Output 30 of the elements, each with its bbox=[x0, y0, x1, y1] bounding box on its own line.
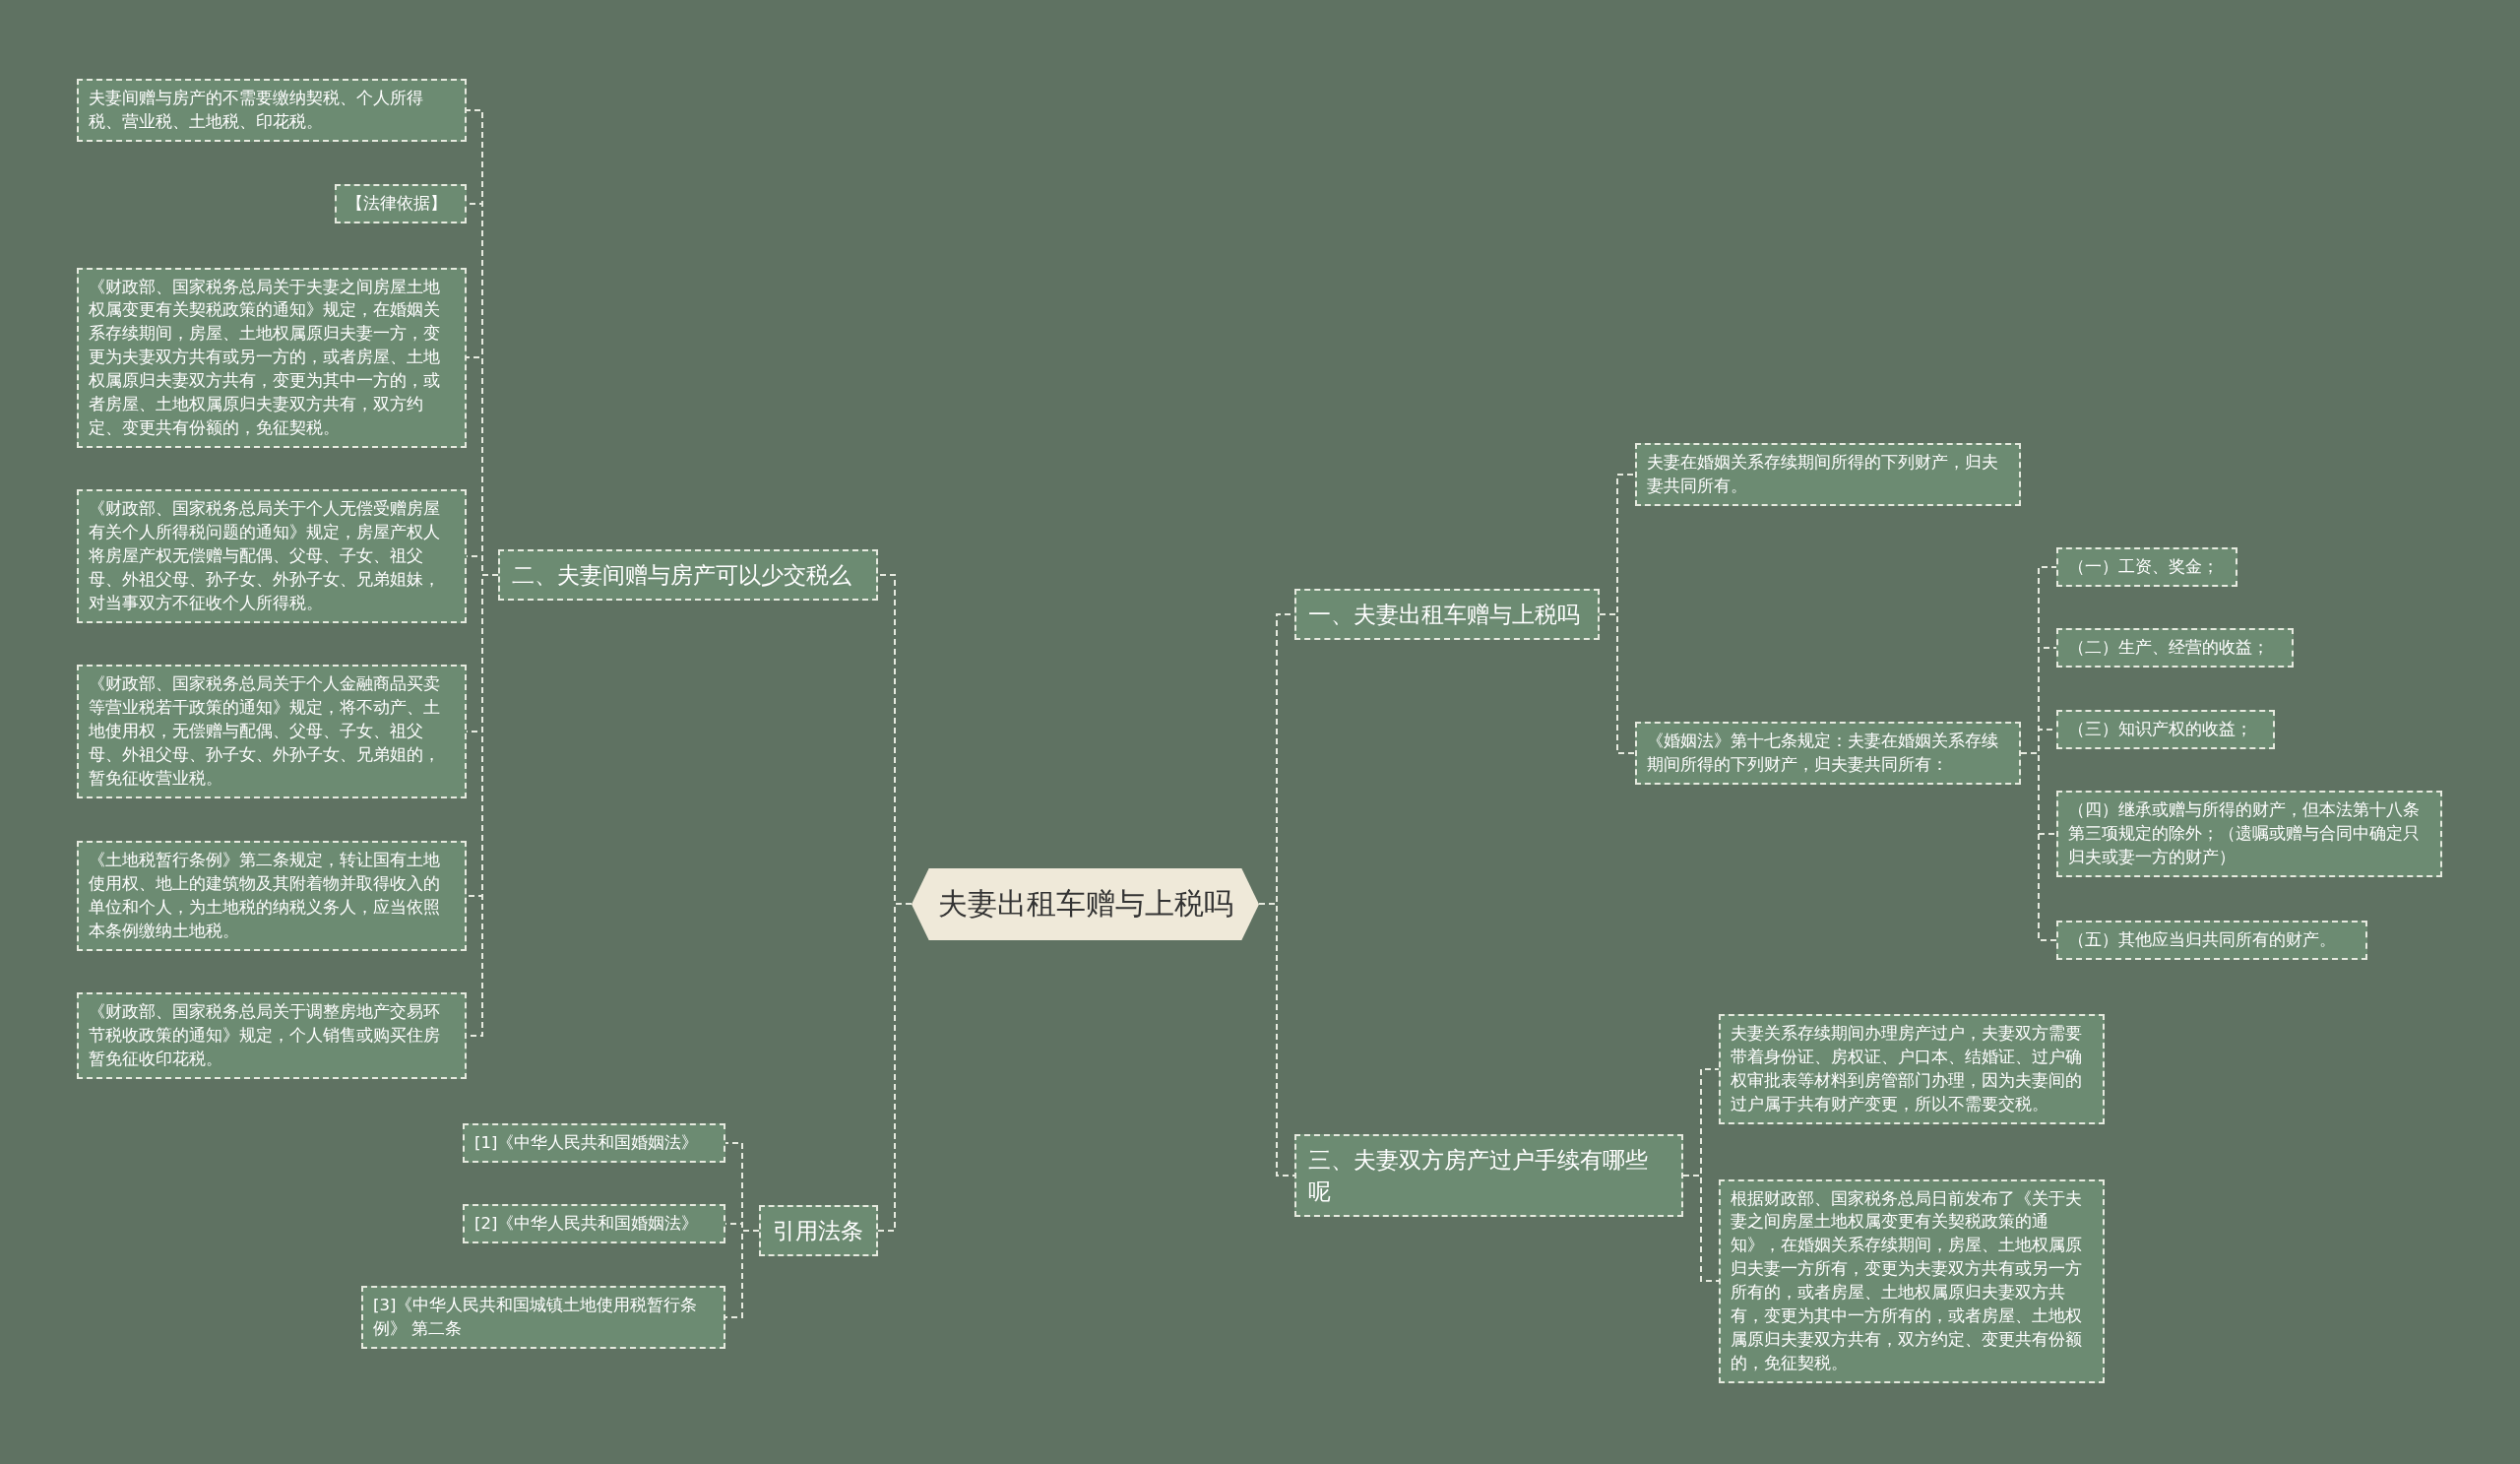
topic-box: （四）继承或赠与所得的财产，但本法第十八条第三项规定的除外；（遗嘱或赠与合同中确定只归夫或妻一方的财产） bbox=[2056, 791, 2442, 877]
branch-topic: 二、夫妻间赠与房产可以少交税么 bbox=[498, 549, 878, 602]
topic-box: 《土地税暂行条例》第二条规定，转让国有土地使用权、地上的建筑物及其附着物并取得收入的单位和个人，为土地税的纳税义务人，应当依照本条例缴纳土地税。 bbox=[77, 841, 467, 951]
topic-box: 夫妻在婚姻关系存续期间所得的下列财产，归夫妻共同所有。 bbox=[1635, 443, 2021, 506]
connector bbox=[2020, 752, 2057, 941]
topic-box: （五）其他应当归共同所有的财产。 bbox=[2056, 921, 2367, 960]
topic-box: 【法律依据】 bbox=[335, 184, 467, 223]
topic-box: [3]《中华人民共和国城镇土地使用税暂行条例》 第二条 bbox=[361, 1286, 725, 1349]
topic-box: 《财政部、国家税务总局关于个人无偿受赠房屋有关个人所得税问题的通知》规定，房屋产权人将房屋产权无偿赠与配偶、父母、子女、祖父母、外祖父母、孙子女、外孙子女、兄弟姐妹，对当事双方不征收个人所得税。 bbox=[77, 489, 467, 623]
topic-box: 夫妻关系存续期间办理房产过户，夫妻双方需要带着身份证、房权证、户口本、结婚证、过户确权审批表等材料到房管部门办理，因为夫妻间的过户属于共有财产变更，所以不需要交税。 bbox=[1719, 1014, 2105, 1124]
branch-topic: 一、夫妻出租车赠与上税吗 bbox=[1294, 589, 1600, 641]
connector bbox=[1599, 613, 1636, 754]
topic-box: [2]《中华人民共和国婚姻法》 bbox=[463, 1204, 725, 1243]
topic-box: 《婚姻法》第十七条规定：夫妻在婚姻关系存续期间所得的下列财产，归夫妻共同所有： bbox=[1635, 722, 2021, 785]
connector bbox=[1682, 1175, 1720, 1282]
topic-box: 夫妻间赠与房产的不需要缴纳契税、个人所得税、营业税、土地税、印花税。 bbox=[77, 79, 467, 142]
branch-topic: 引用法条 bbox=[759, 1205, 878, 1257]
connector bbox=[1258, 903, 1295, 1177]
branch-topic: 三、夫妻双方房产过户手续有哪些呢 bbox=[1294, 1134, 1683, 1218]
topic-box: 《财政部、国家税务总局关于夫妻之间房屋土地权属变更有关契税政策的通知》规定，在婚姻关系存续期间，房屋、土地权属原归夫妻一方，变更为夫妻双方共有或另一方的，或者房屋、土地权属原归夫妻双方共有，变更为其中一方的，或者房屋、土地权属原归夫妻双方共有，双方约定、变更共有份额的，免征契税。 bbox=[77, 267, 467, 448]
topic-box: （一）工资、奖金； bbox=[2056, 547, 2237, 587]
connector bbox=[877, 903, 913, 1232]
topic-box: 《财政部、国家税务总局关于个人金融商品买卖等营业税若干政策的通知》规定，将不动产、土地使用权，无偿赠与配偶、父母、子女、祖父母、外祖父母、孙子女、外孙子女、兄弟姐的，暂免征收营业税。 bbox=[77, 665, 467, 798]
topic-box: （三）知识产权的收益； bbox=[2056, 710, 2275, 749]
topic-box: 根据财政部、国家税务总局日前发布了《关于夫妻之间房屋土地权属变更有关契税政策的通知》，在婚姻关系存续期间，房屋、土地权属原归夫妻一方所有，变更为夫妻双方共有或另一方所有的，或者房屋、土地权属原归夫妻双方共有，变更为其中一方所有的，或者房屋、土地权属原归夫妻双方共有，双方约定、变更共有份额的，免征契税。 bbox=[1719, 1178, 2105, 1383]
connector bbox=[724, 1230, 760, 1318]
topic-box: 《财政部、国家税务总局关于调整房地产交易环节税收政策的通知》规定，个人销售或购买住房暂免征收印花税。 bbox=[77, 992, 467, 1079]
topic-box: （二）生产、经营的收益； bbox=[2056, 628, 2294, 668]
root-topic: 夫妻出租车赠与上税吗 bbox=[912, 867, 1259, 940]
topic-box: [1]《中华人民共和国婚姻法》 bbox=[463, 1123, 725, 1163]
